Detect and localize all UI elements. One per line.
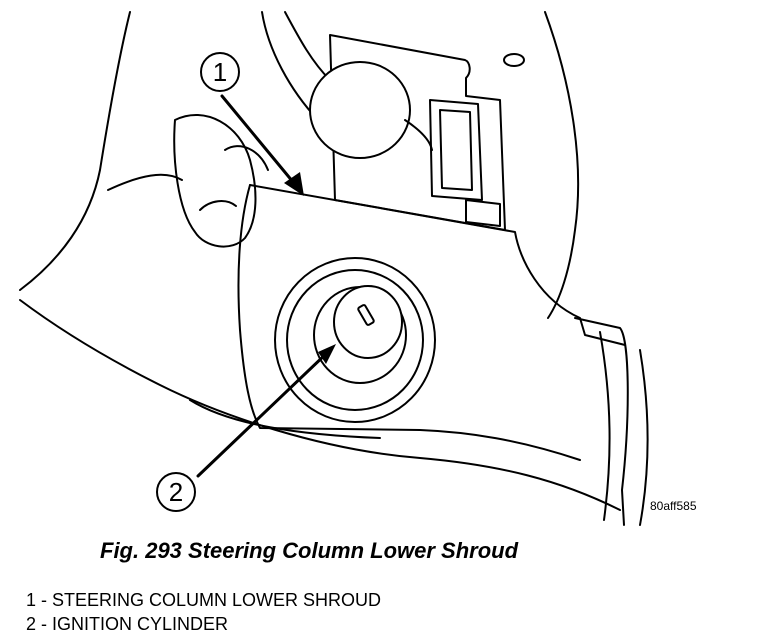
figure-caption: Fig. 293 Steering Column Lower Shroud <box>100 538 519 563</box>
hand-drawing <box>19 11 331 291</box>
callout-2: 2 <box>156 472 196 512</box>
callout-2-arrow <box>196 350 330 478</box>
lower-shroud-drawing <box>19 11 649 526</box>
callout-2-number: 2 <box>169 477 183 507</box>
knob-drawing <box>309 61 433 159</box>
leader-arrows <box>196 94 330 478</box>
switch-bracket-drawing <box>329 34 525 231</box>
legend-item: 1 - STEERING COLUMN LOWER SHROUD <box>26 590 382 610</box>
callout-1: 1 <box>200 52 240 92</box>
legend: 1 - STEERING COLUMN LOWER SHROUD 2 - IGN… <box>26 588 381 636</box>
ignition-cylinder-drawing <box>274 257 436 423</box>
shroud-illustration: 1 2 80aff585 <box>19 11 697 526</box>
callout-1-arrow <box>220 94 300 190</box>
drawing-code: 80aff585 <box>650 499 697 513</box>
legend-item: 2 - IGNITION CYLINDER <box>26 614 229 634</box>
callout-1-number: 1 <box>213 57 227 87</box>
